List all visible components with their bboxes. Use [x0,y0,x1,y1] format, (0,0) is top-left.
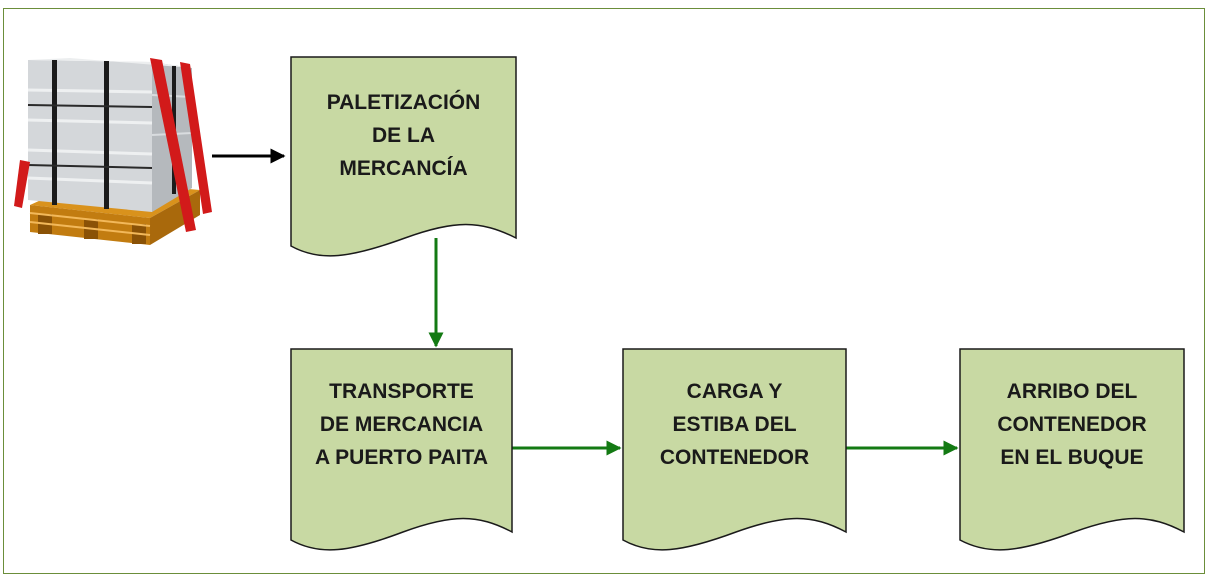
node-transporte-shape [290,348,513,551]
node-carga-label: CARGA Y ESTIBA DEL CONTENEDOR [659,379,810,469]
node-arribo-shape [959,348,1185,551]
node-transporte-label: TRANSPORTE DE MERCANCIA A PUERTO PAITA [314,379,489,469]
wrapped-pallet-icon [14,58,212,245]
node-paletizacion-label: PALETIZACIÓN DE LA MERCANCÍA [326,90,481,180]
node-carga-shape [622,348,847,551]
node-paletizacion-shape [290,56,517,257]
node-arribo-label: ARRIBO DEL CONTENEDOR EN EL BUQUE [997,379,1147,469]
